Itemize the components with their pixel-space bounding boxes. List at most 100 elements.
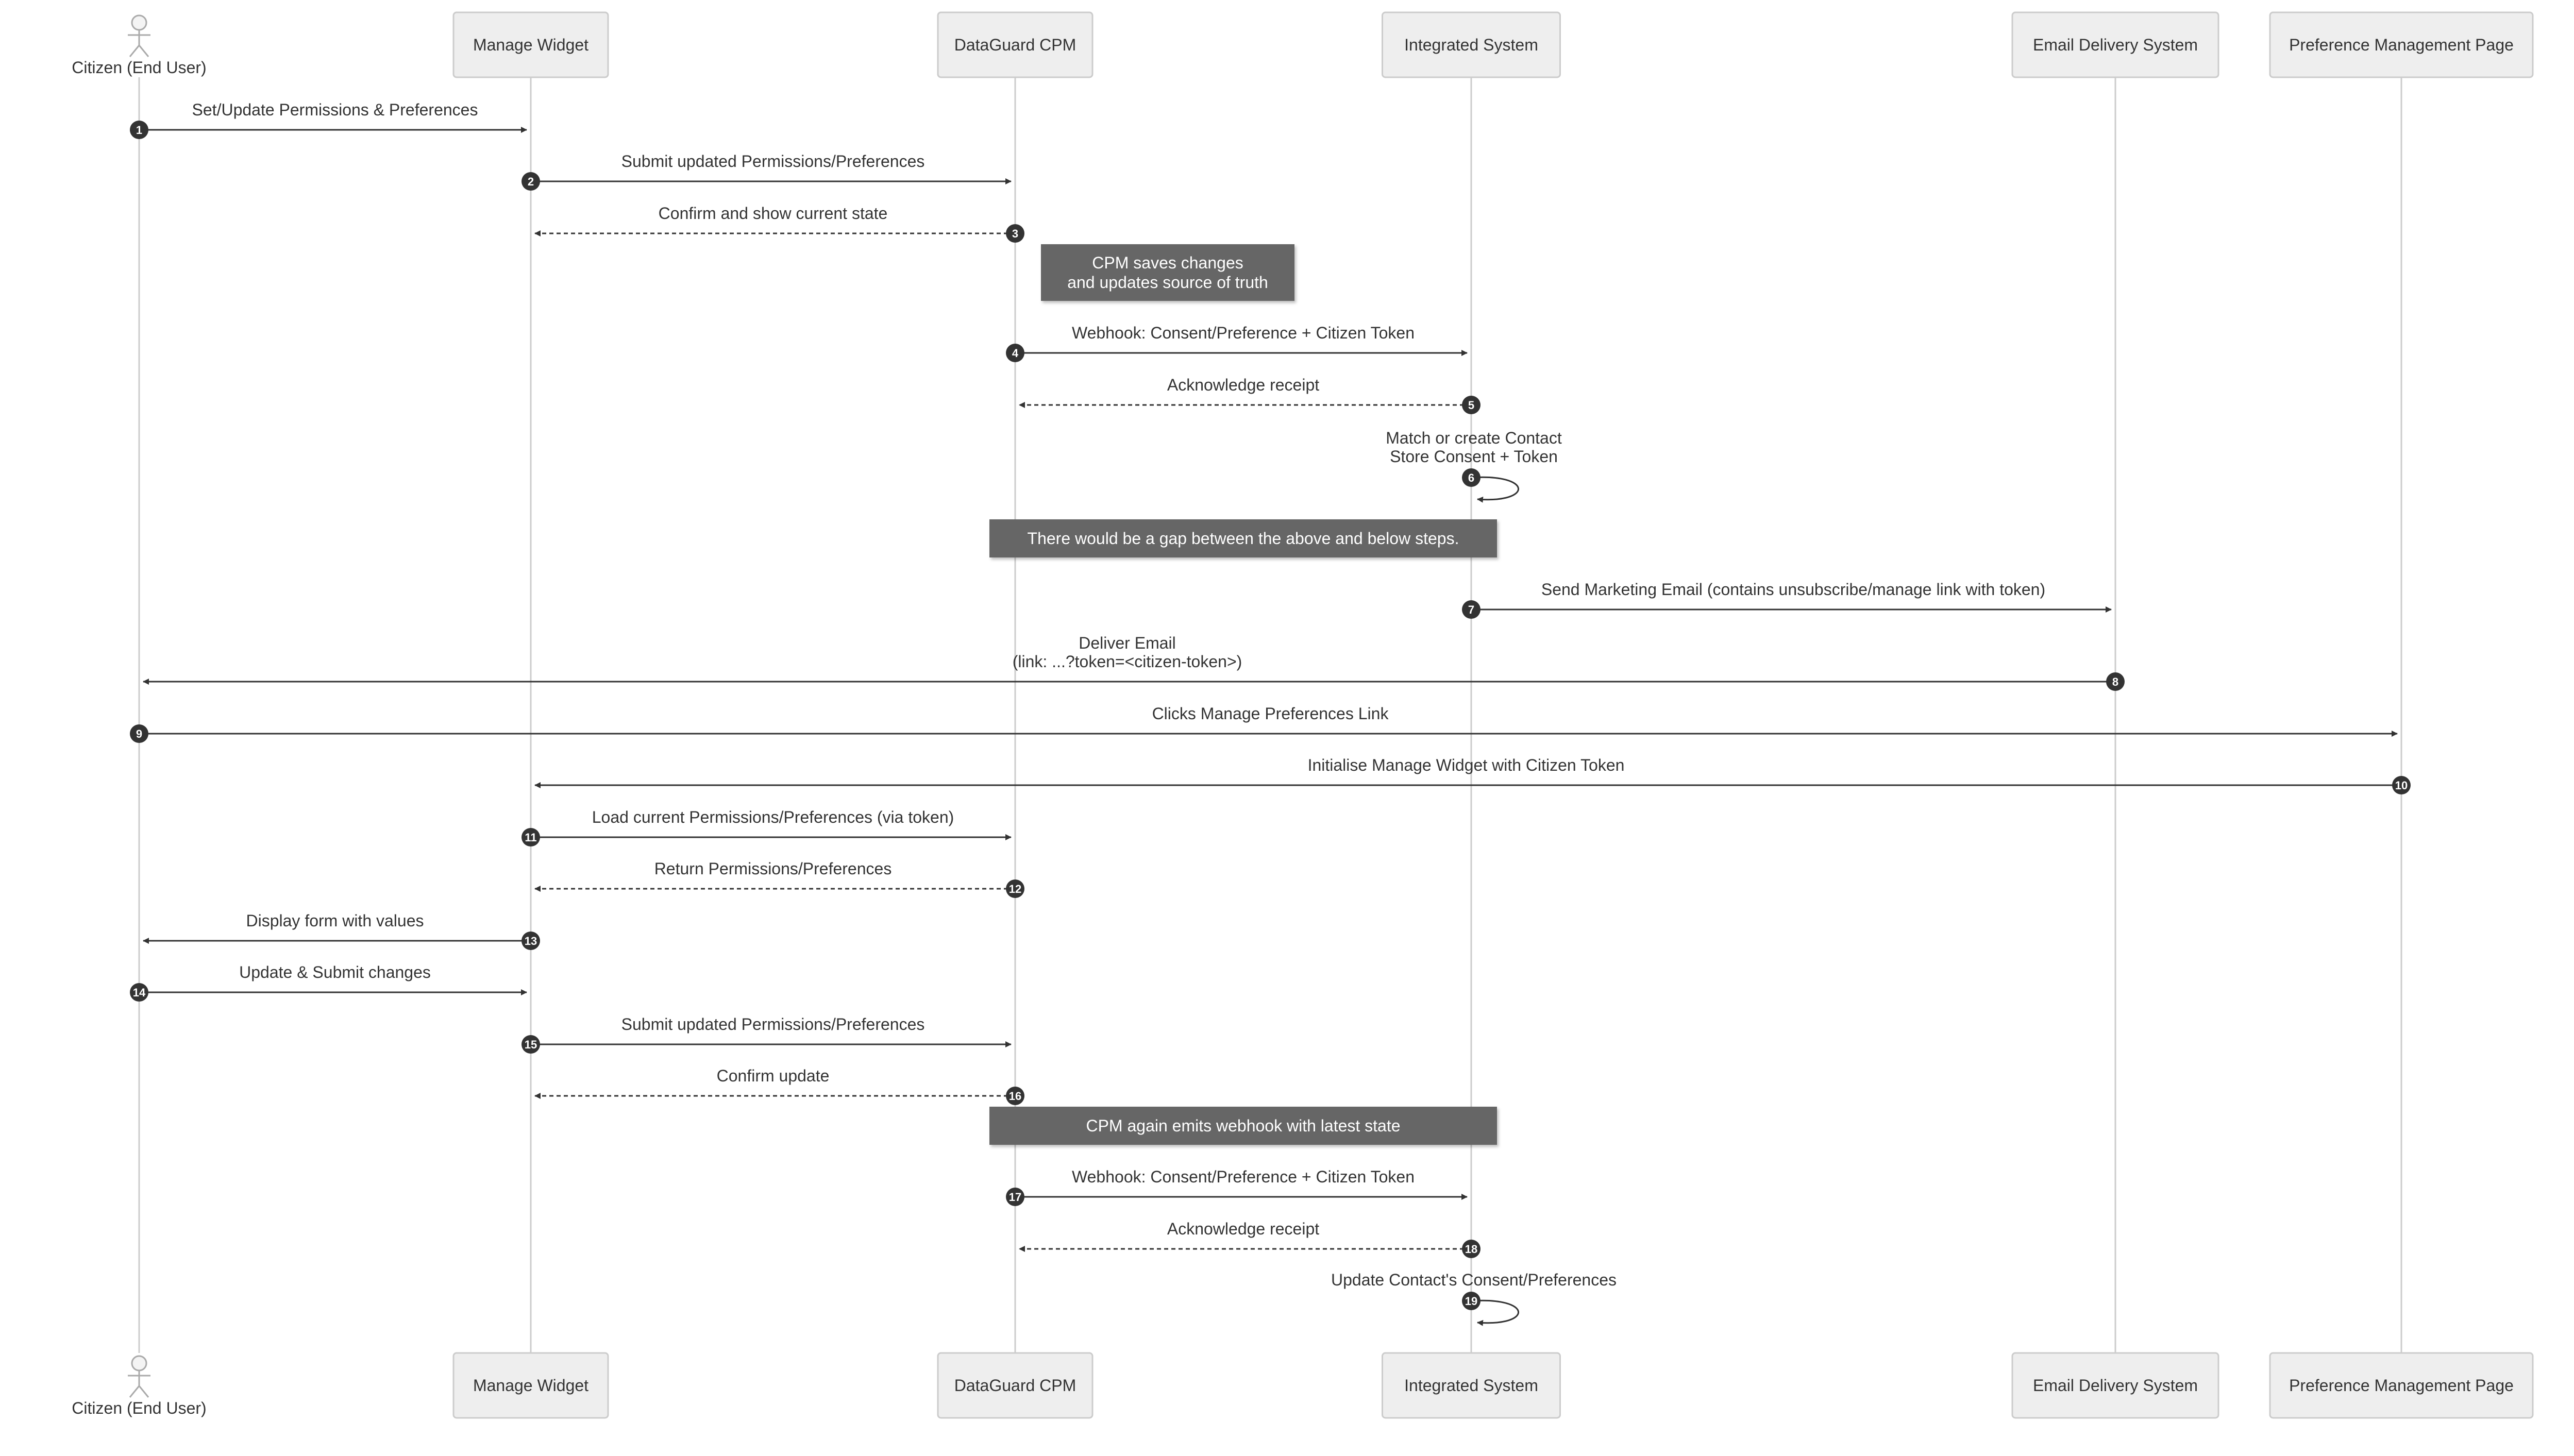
participant-box — [452, 11, 609, 78]
message-arrow — [1471, 476, 1519, 503]
badge-number: 3 — [1012, 227, 1018, 240]
participant-label: Citizen (End User) — [72, 1399, 206, 1417]
message-label: Submit updated Permissions/Preferences — [621, 152, 925, 171]
badge-number: 19 — [1465, 1295, 1477, 1308]
participant-email-bottom: Email Delivery System — [2011, 1352, 2219, 1419]
participant-integrated-bottom: Integrated System — [1382, 1352, 1561, 1419]
message-label: Deliver Email — [1079, 634, 1175, 652]
participant-cpm-top: DataGuard CPM — [937, 11, 1093, 78]
note: CPM again emits webhook with latest stat… — [989, 1107, 1497, 1145]
person-icon — [128, 14, 150, 57]
sequence-number-badge: 14 — [130, 983, 148, 1002]
badge-number: 5 — [1468, 399, 1474, 412]
participant-prefpage-top: Preference Management Page — [2269, 11, 2534, 78]
badge-number: 14 — [133, 986, 146, 999]
badge-circle — [521, 172, 540, 191]
message-label: Submit updated Permissions/Preferences — [621, 1015, 925, 1034]
message-label: Match or create Contact — [1386, 429, 1562, 447]
badge-circle — [1462, 1292, 1481, 1310]
message-10: Initialise Manage Widget with Citizen To… — [534, 756, 2411, 794]
note-text: and updates source of truth — [1067, 273, 1268, 292]
sequence-number-badge: 8 — [2106, 672, 2125, 691]
badge-circle — [1006, 1087, 1024, 1105]
sequence-number-badge: 9 — [130, 724, 148, 743]
badge-number: 16 — [1009, 1090, 1021, 1103]
participant-cpm-bottom: DataGuard CPM — [937, 1352, 1093, 1419]
message-8: Deliver Email(link: ...?token=<citizen-t… — [143, 634, 2125, 691]
message-label: Confirm and show current state — [659, 204, 888, 223]
participant-box — [2011, 1352, 2219, 1419]
participant-citizen-top: Citizen (End User) — [72, 14, 207, 77]
message-label: Update Contact's Consent/Preferences — [1331, 1271, 1617, 1289]
badge-number: 4 — [1012, 347, 1019, 360]
message-11: Load current Permissions/Preferences (vi… — [521, 808, 1012, 846]
badge-number: 17 — [1009, 1191, 1021, 1204]
message-label: Display form with values — [246, 911, 424, 930]
sequence-number-badge: 4 — [1006, 344, 1024, 362]
sequence-number-badge: 11 — [521, 828, 540, 846]
badge-number: 11 — [525, 831, 536, 844]
note-box — [989, 519, 1497, 557]
badge-circle — [1006, 344, 1024, 362]
participant-box — [2269, 11, 2534, 78]
message-19: Update Contact's Consent/Preferences 19 — [1331, 1271, 1617, 1326]
message-5: Acknowledge receipt 5 — [1019, 376, 1481, 414]
sequence-number-badge: 10 — [2392, 776, 2411, 794]
note-text: There would be a gap between the above a… — [1028, 529, 1459, 548]
message-label: Store Consent + Token — [1390, 447, 1558, 466]
sequence-number-badge: 19 — [1462, 1292, 1481, 1310]
sequence-number-badge: 15 — [521, 1035, 540, 1054]
participant-box — [1382, 11, 1561, 78]
participant-box — [2269, 1352, 2534, 1419]
badge-circle — [1462, 600, 1481, 619]
sequence-number-badge: 6 — [1462, 468, 1481, 487]
participant-widget-bottom: Manage Widget — [452, 1352, 609, 1419]
message-3: Confirm and show current state 3 — [534, 204, 1024, 243]
participant-label: Citizen (End User) — [72, 58, 206, 77]
lifelines — [138, 77, 2402, 1353]
participant-box — [937, 11, 1093, 78]
badge-circle — [1462, 1240, 1481, 1258]
message-label: Webhook: Consent/Preference + Citizen To… — [1072, 1167, 1415, 1186]
note-box — [1041, 244, 1294, 301]
sequence-number-badge: 18 — [1462, 1240, 1481, 1258]
message-label: Set/Update Permissions & Preferences — [192, 100, 478, 119]
message-label: Confirm update — [717, 1066, 830, 1085]
badge-number: 10 — [2395, 779, 2408, 792]
badge-number: 12 — [1009, 883, 1021, 895]
message-label: Webhook: Consent/Preference + Citizen To… — [1072, 324, 1415, 342]
message-16: Confirm update 16 — [534, 1066, 1024, 1105]
participant-box — [937, 1352, 1093, 1419]
sequence-number-badge: 3 — [1006, 224, 1024, 243]
badge-circle — [130, 724, 148, 743]
message-13: Display form with values 13 — [143, 911, 540, 950]
badge-circle — [1462, 396, 1481, 414]
note: There would be a gap between the above a… — [989, 519, 1497, 557]
badge-circle — [2392, 776, 2411, 794]
participant-box — [452, 1352, 609, 1419]
participant-label: Manage Widget — [473, 1376, 588, 1395]
badge-circle — [1006, 224, 1024, 243]
message-label: Update & Submit changes — [239, 963, 431, 981]
participant-label: Email Delivery System — [2033, 1376, 2198, 1395]
note-box — [989, 1107, 1497, 1145]
message-label: Send Marketing Email (contains unsubscri… — [1541, 580, 2045, 599]
message-label: (link: ...?token=<citizen-token>) — [1013, 652, 1242, 671]
participant-label: Integrated System — [1404, 36, 1538, 54]
message-label: Acknowledge receipt — [1167, 376, 1319, 394]
sequence-number-badge: 12 — [1006, 879, 1024, 898]
participant-prefpage-bottom: Preference Management Page — [2269, 1352, 2534, 1419]
sequence-number-badge: 13 — [521, 932, 540, 950]
participant-label: Preference Management Page — [2289, 1376, 2514, 1395]
badge-number: 6 — [1468, 471, 1474, 484]
note-text: CPM saves changes — [1092, 253, 1243, 272]
participant-label: DataGuard CPM — [954, 1376, 1076, 1395]
badge-number: 9 — [136, 727, 142, 740]
participant-widget-top: Manage Widget — [452, 11, 609, 78]
badge-number: 7 — [1468, 603, 1474, 616]
badge-circle — [521, 828, 540, 846]
participant-email-top: Email Delivery System — [2011, 11, 2219, 78]
